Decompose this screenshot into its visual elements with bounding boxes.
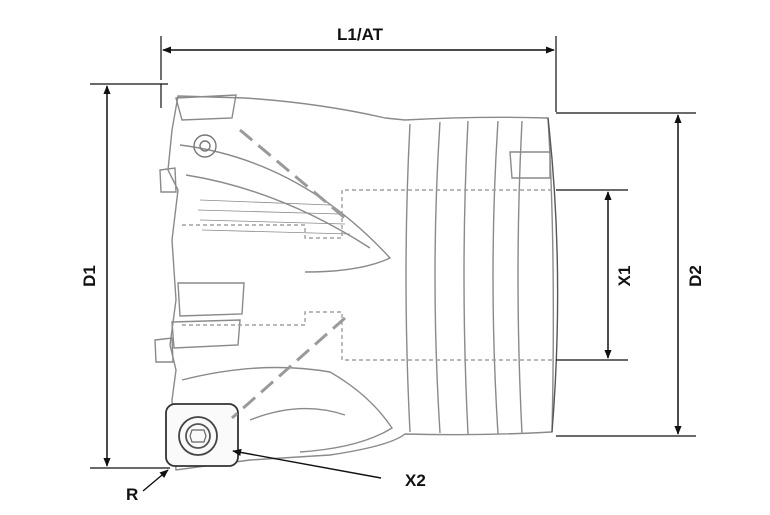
- hidden-bore-lines: [180, 189, 552, 361]
- x2-leader: [232, 448, 382, 479]
- square-insert: [165, 403, 239, 467]
- insert-axis-lines: [231, 128, 346, 420]
- x1-label: X1: [615, 266, 634, 287]
- top-insert-screw: [193, 134, 217, 158]
- r-label: R: [126, 485, 138, 504]
- d1-label: D1: [80, 265, 99, 287]
- leader-lines: [142, 448, 382, 492]
- d2-label: D2: [686, 265, 705, 287]
- r-leader: [142, 469, 169, 492]
- cutter-body: [154, 94, 559, 471]
- x2-label: X2: [405, 471, 426, 490]
- extension-lines: [90, 36, 696, 469]
- dimension-lines: [103, 46, 682, 467]
- l1-label: L1/AT: [337, 25, 384, 44]
